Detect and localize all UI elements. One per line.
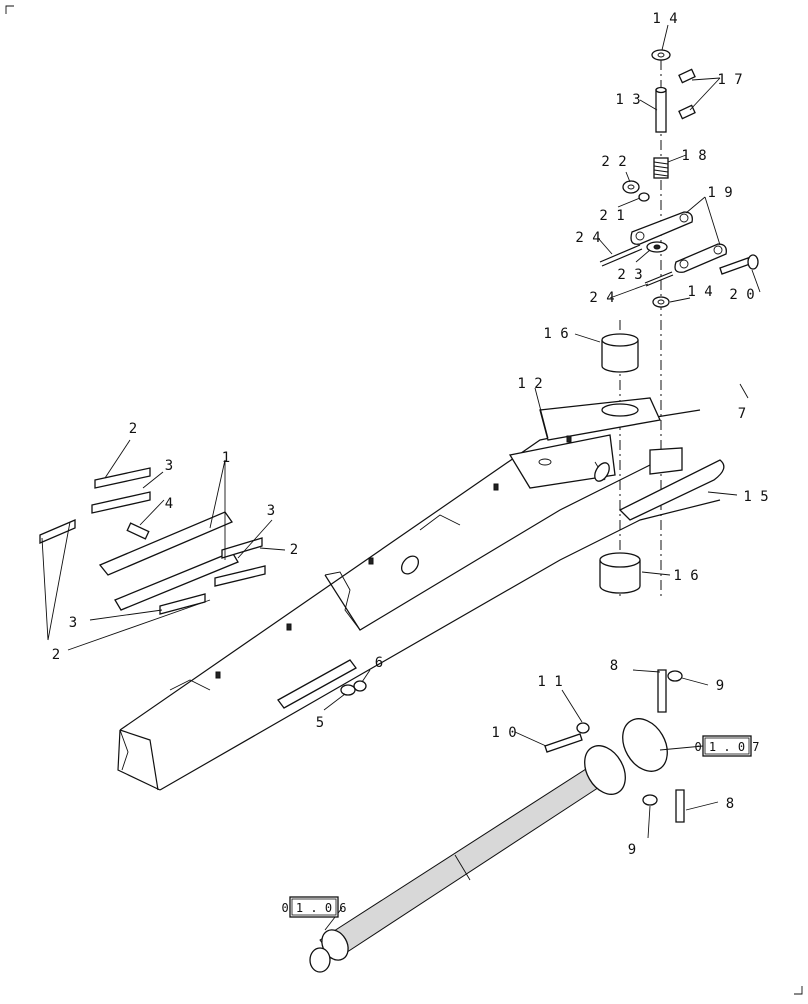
callout-14-lower: 1 4 (687, 284, 712, 300)
part-1-wear-strips (98, 511, 239, 611)
callout-13: 1 3 (615, 92, 640, 108)
callout-16-upper: 1 6 (543, 326, 568, 342)
callout-8-bottom: 8 (726, 796, 734, 812)
part-5-6-hardware (277, 659, 367, 709)
corner-mark-top-left (5, 5, 14, 14)
part-4-bolt (126, 522, 150, 540)
callout-1: 1 (222, 450, 230, 466)
callout-12: 1 2 (517, 376, 542, 392)
callout-2-left: 2 (52, 647, 60, 663)
leader-lines (41, 24, 761, 931)
callout-10: 1 0 (491, 725, 516, 741)
callout-22: 2 2 (601, 154, 626, 170)
callout-6: 6 (375, 655, 383, 671)
part-23-washer (646, 241, 668, 253)
callout-labels: 1 4 1 7 1 3 1 8 2 2 1 9 2 1 2 4 2 3 2 0 … (52, 11, 769, 858)
callout-9-bottom: 9 (628, 842, 636, 858)
part-18-spring (653, 157, 669, 179)
part-14-lower-washer (652, 296, 670, 308)
callout-18: 1 8 (681, 148, 706, 164)
part-12-drawbar (117, 397, 725, 791)
callout-7: 7 (738, 406, 746, 422)
reference-box-0107[interactable]: 0 1 . 0 7 (694, 735, 760, 757)
reference-label-0106: 0 1 . 0 6 (281, 901, 346, 915)
callout-15: 1 5 (743, 489, 768, 505)
part-14-upper-washer (651, 49, 671, 61)
callout-5: 5 (316, 715, 324, 731)
callout-20: 2 0 (729, 287, 754, 303)
reference-label-0107: 0 1 . 0 7 (694, 740, 759, 754)
callout-3-left: 3 (69, 615, 77, 631)
callout-14-upper: 1 4 (652, 11, 677, 27)
corner-mark-bottom-right (794, 986, 803, 995)
callout-17: 1 7 (717, 72, 742, 88)
callout-2-top: 2 (129, 421, 137, 437)
callout-24-upper: 2 4 (575, 230, 600, 246)
reference-box-0106[interactable]: 0 1 . 0 6 (281, 896, 347, 918)
part-24-cotter-pins (599, 244, 674, 287)
pto-bolts-nuts (544, 669, 685, 823)
callout-16-lower: 1 6 (673, 568, 698, 584)
part-16-lower-bushing (599, 552, 641, 594)
callout-24-lower: 2 4 (589, 290, 614, 306)
callout-2-right: 2 (290, 542, 298, 558)
callout-4: 4 (165, 496, 173, 512)
part-13-pin (655, 86, 667, 133)
callout-8-top: 8 (610, 658, 618, 674)
callout-19: 1 9 (707, 185, 732, 201)
part-20-bolt (719, 254, 759, 275)
part-21-washer (638, 192, 650, 202)
callout-3-top: 3 (165, 458, 173, 474)
callout-21: 2 1 (599, 208, 624, 224)
callout-3-right: 3 (267, 503, 275, 519)
callout-9-top: 9 (716, 678, 724, 694)
part-17-spring-pins (678, 68, 696, 120)
callout-11: 1 1 (537, 674, 562, 690)
callout-23: 2 3 (617, 267, 642, 283)
part-19-link-plates (630, 211, 727, 273)
part-22-nut (622, 180, 640, 194)
part-16-upper-bushing (601, 333, 639, 373)
pto-driveline (309, 718, 668, 973)
